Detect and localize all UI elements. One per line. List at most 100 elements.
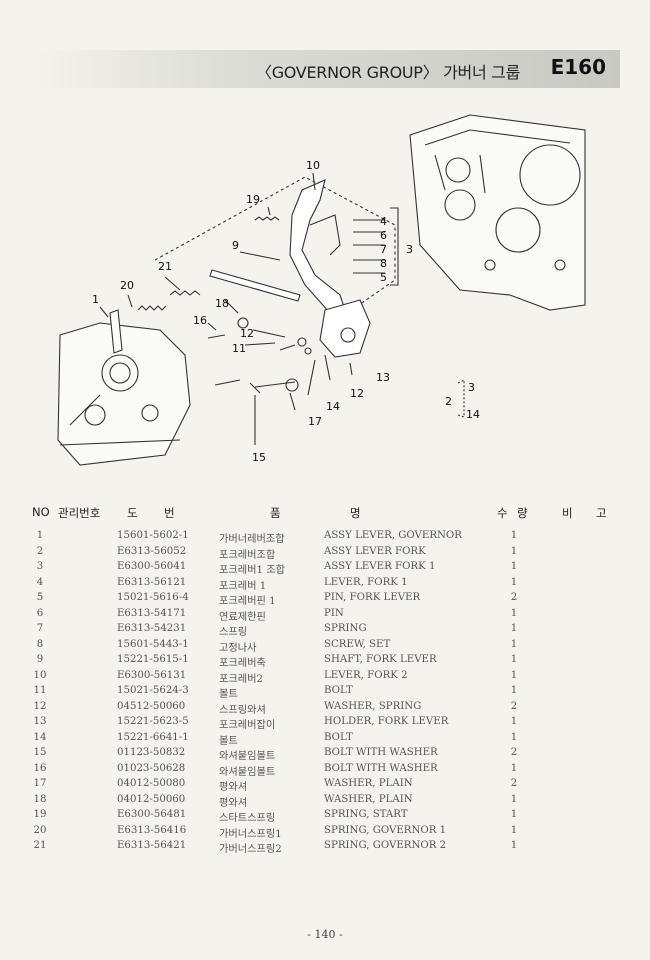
korean-name: 스타트스프링 — [219, 813, 276, 824]
part-number: E6313-56416 — [117, 824, 187, 836]
korean-name: 스프링 — [219, 627, 248, 638]
callout-14-sub: 14 — [466, 408, 480, 421]
row-number: 20 — [33, 824, 47, 836]
english-name: BOLT — [324, 731, 353, 743]
callout-4: 4 — [380, 215, 387, 228]
parts-table-header: NO 관리번호 도 번 품 명 수 량 비 고 — [32, 505, 612, 523]
korean-name: 와셔붙임볼트 — [219, 751, 276, 762]
part-number: E6313-56121 — [117, 576, 187, 588]
row-number: 17 — [33, 778, 47, 789]
quantity: 1 — [510, 793, 518, 805]
part-number: 15221-6641-1 — [117, 731, 189, 743]
row-number: 9 — [36, 654, 44, 665]
part-number: 15221-5623-5 — [117, 716, 189, 727]
english-name: WASHER, PLAIN — [324, 778, 413, 789]
quantity: 1 — [510, 824, 518, 836]
row-number: 21 — [33, 840, 47, 851]
korean-name: 와셔붙임볼트 — [219, 766, 276, 778]
section-header: 〈GOVERNOR GROUP〉 가버너 그룹 E160 — [30, 50, 620, 88]
row-number: 14 — [33, 731, 47, 743]
row-number: 13 — [33, 716, 47, 727]
korean-name: 연료제한핀 — [219, 611, 266, 623]
row-number: 1 — [36, 530, 44, 541]
quantity: 1 — [510, 731, 518, 743]
quantity: 1 — [510, 576, 518, 588]
quantity: 2 — [510, 747, 518, 758]
callout-8: 8 — [380, 257, 387, 270]
quantity: 1 — [510, 607, 518, 619]
quantity: 1 — [510, 685, 518, 696]
quantity: 1 — [510, 638, 518, 650]
callout-20: 20 — [120, 279, 134, 292]
quantity: 1 — [510, 545, 518, 557]
part-number: E6300-56131 — [117, 669, 187, 681]
english-name: BOLT WITH WASHER — [324, 762, 438, 774]
quantity: 1 — [510, 809, 518, 820]
part-number: 15021-5616-4 — [117, 592, 189, 603]
quantity: 1 — [510, 716, 518, 727]
callout-21: 21 — [158, 260, 172, 273]
part-number: 15601-5443-1 — [117, 638, 189, 650]
korean-name: 평와셔 — [219, 782, 248, 793]
part-number: 01023-50628 — [117, 762, 186, 774]
callout-13: 13 — [376, 371, 390, 384]
callout-3-group: 3 — [406, 243, 413, 256]
exploded-parts-diagram: 10 19 4 6 9 7 3 21 8 5 20 1 18 16 12 11 … — [40, 95, 620, 475]
korean-name: 포크레버 1 — [219, 580, 267, 592]
part-number: 04512-50060 — [117, 700, 186, 712]
callout-19: 19 — [246, 193, 260, 206]
quantity: 1 — [510, 840, 518, 851]
english-name: SPRING — [324, 623, 367, 634]
callout-7: 7 — [380, 243, 387, 256]
diagram-svg: 10 19 4 6 9 7 3 21 8 5 20 1 18 16 12 11 … — [57, 114, 586, 466]
part-number: 15021-5624-3 — [117, 685, 189, 696]
callout-15: 15 — [252, 451, 266, 464]
english-name: SPRING, GOVERNOR 1 — [324, 824, 447, 836]
english-name: SPRING, START — [324, 809, 408, 820]
header-no: NO — [32, 505, 50, 519]
korean-name: 가버너스프링2 — [219, 844, 282, 855]
callout-11: 11 — [232, 342, 246, 355]
header-myeong: 명 — [350, 506, 361, 520]
english-name: LEVER, FORK 1 — [324, 576, 408, 588]
quantity: 1 — [510, 669, 518, 681]
header-mgmt: 관리번호 — [58, 506, 101, 520]
korean-name: 볼트 — [219, 735, 238, 747]
korean-name: 고정나사 — [219, 642, 257, 654]
part-number: E6300-56041 — [117, 561, 187, 572]
english-name: PIN, FORK LEVER — [324, 592, 421, 603]
part-number: 01123-50832 — [117, 747, 186, 758]
quantity: 1 — [510, 561, 518, 572]
part-number: 15221-5615-1 — [117, 654, 189, 665]
korean-name: 포크레버잡이 — [219, 720, 276, 731]
header-pum: 품 — [270, 506, 281, 520]
english-name: BOLT WITH WASHER — [324, 747, 438, 758]
english-name: LEVER, FORK 2 — [324, 669, 408, 681]
header-bun: 번 — [164, 506, 175, 520]
quantity: 1 — [510, 762, 518, 774]
korean-name: 가버너레버조합 — [219, 534, 285, 545]
english-name: SHAFT, FORK LEVER — [324, 654, 437, 665]
section-code: E160 — [550, 55, 606, 79]
english-name: WASHER, PLAIN — [324, 793, 413, 805]
callout-18: 18 — [215, 297, 229, 310]
callout-14: 14 — [326, 400, 340, 413]
quantity: 2 — [510, 592, 518, 603]
header-su: 수 — [497, 506, 508, 520]
header-ryang: 량 — [517, 506, 528, 520]
row-number: 12 — [33, 700, 47, 712]
quantity: 2 — [510, 700, 518, 712]
callout-12-lower: 12 — [350, 387, 364, 400]
